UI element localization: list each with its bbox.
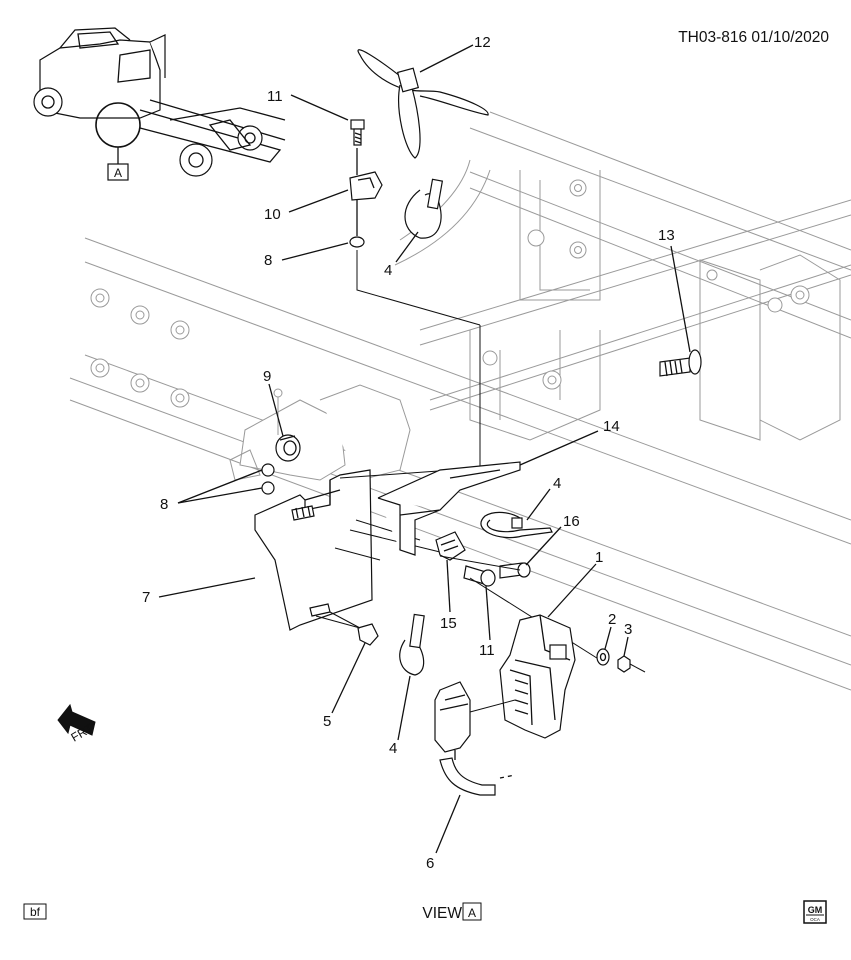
part-15-clip — [435, 531, 466, 561]
frame-bolts — [90, 179, 810, 419]
callout-7: 7 — [142, 589, 150, 606]
footer: bf VIEW A GM OCA — [23, 900, 827, 924]
part-11-bolt-top — [350, 119, 365, 146]
callout-12: 12 — [474, 34, 491, 51]
callout-9: 9 — [263, 368, 271, 385]
part-9-grommet — [275, 434, 301, 462]
leader-lines — [158, 44, 691, 854]
footer-left-label: bf — [30, 905, 41, 919]
part-8-nuts-left — [261, 463, 275, 495]
front-arrow-icon: FRT — [57, 703, 96, 745]
part-12-cable-tie — [357, 49, 489, 159]
part-7-plate — [254, 469, 373, 631]
callout-11-top: 11 — [267, 88, 283, 105]
view-box-label: A — [468, 906, 476, 920]
callout-15: 15 — [440, 615, 457, 632]
callout-5: 5 — [323, 713, 331, 730]
view-label: VIEW — [422, 905, 462, 922]
background-mount — [229, 384, 411, 481]
part-14-bracket — [377, 461, 521, 556]
callout-4-top: 4 — [384, 262, 392, 279]
gm-logo: GM OCA — [803, 900, 827, 924]
part-11-bolt-lower — [463, 565, 496, 587]
part-16-bolt — [499, 562, 531, 579]
callout-4-middle: 4 — [553, 475, 561, 492]
callout-14: 14 — [603, 418, 620, 435]
svg-text:GM: GM — [808, 905, 823, 915]
part-3-nut — [617, 655, 631, 673]
part-4-tie-middle — [480, 511, 553, 539]
inset-label: A — [114, 166, 122, 180]
svg-text:OCA: OCA — [810, 917, 820, 922]
part-8-nut-top — [349, 236, 365, 248]
view-box — [462, 902, 482, 921]
footer-left-box — [23, 903, 47, 920]
vehicle-inset: A — [33, 27, 286, 181]
callout-4-lower: 4 — [389, 740, 397, 757]
part-2-washer — [596, 648, 610, 666]
part-13-bolt — [659, 349, 702, 377]
callout-2: 2 — [608, 611, 616, 628]
callout-1: 1 — [595, 549, 603, 566]
callouts: 12 11 10 8 4 13 9 14 8 4 16 1 7 15 11 2 … — [142, 34, 675, 872]
callout-6: 6 — [426, 855, 434, 872]
callout-3: 3 — [624, 621, 632, 638]
inset-label-box — [107, 163, 129, 181]
callout-16: 16 — [563, 513, 580, 530]
callout-11-lower: 11 — [479, 642, 495, 659]
callout-10: 10 — [264, 206, 281, 223]
callout-8-left: 8 — [160, 496, 168, 513]
part-10-clip — [349, 171, 383, 201]
callout-13: 13 — [658, 227, 675, 244]
part-5-clip — [357, 623, 379, 646]
callout-8-top: 8 — [264, 252, 272, 269]
part-1-module — [499, 614, 576, 739]
part-4-tie-lower — [399, 613, 425, 676]
part-6-connector — [434, 681, 516, 796]
part-4-tie-top — [404, 178, 444, 239]
drawing-id: TH03-816 01/10/2020 — [678, 29, 829, 46]
